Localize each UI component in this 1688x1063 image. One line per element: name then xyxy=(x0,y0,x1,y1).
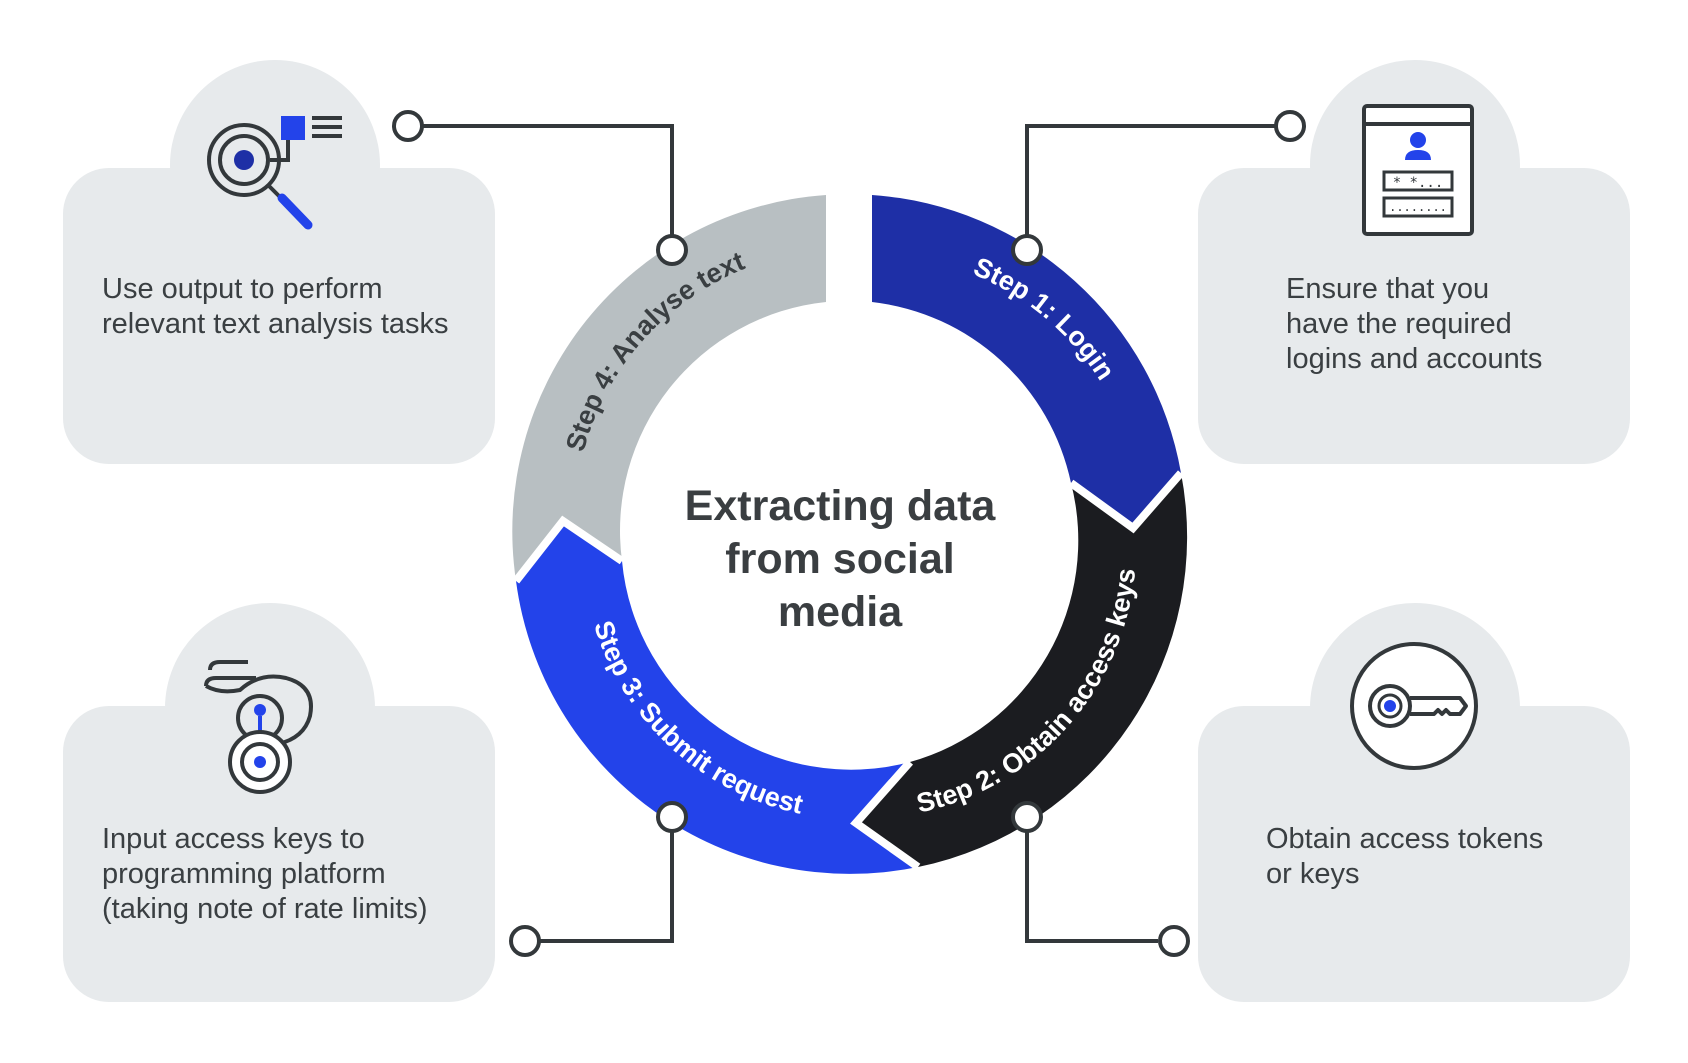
login-window-icon: * *... ........ xyxy=(1362,104,1474,236)
step-3-description: Input access keys to programming platfor… xyxy=(102,823,428,925)
connector-step-1 xyxy=(1025,124,1276,250)
magnifier-analysis-icon xyxy=(207,116,342,230)
connector-dot xyxy=(392,110,424,142)
ring-segment-step-2 xyxy=(856,473,1188,867)
connector-dot xyxy=(1158,925,1190,957)
connector-step-4 xyxy=(422,124,674,250)
connector-dot xyxy=(1011,801,1043,833)
connector-step-3 xyxy=(539,817,674,943)
ring-segment-step-4 xyxy=(512,195,826,581)
connector-dot xyxy=(656,234,688,266)
hand-input-icon xyxy=(204,660,313,794)
connector-dot xyxy=(509,925,541,957)
card-analyse xyxy=(63,168,495,464)
key-icon xyxy=(1350,642,1478,770)
connector-dot xyxy=(1011,234,1043,266)
svg-text:* *...: * *... xyxy=(1393,175,1444,191)
connector-step-2 xyxy=(1025,817,1158,943)
step-1-description: Ensure that you have the required logins… xyxy=(1286,273,1543,375)
step-4-description: Use output to perform relevant text anal… xyxy=(102,273,449,340)
connector-dot xyxy=(1274,110,1306,142)
diagram-title: Extracting data from social media xyxy=(684,482,996,636)
ring-segment-step-3 xyxy=(516,521,918,874)
ring-segment-step-1 xyxy=(872,195,1181,528)
svg-text:........: ........ xyxy=(1389,200,1447,214)
connector-dot xyxy=(656,801,688,833)
step-2-description: Obtain access tokens or keys xyxy=(1266,823,1544,890)
